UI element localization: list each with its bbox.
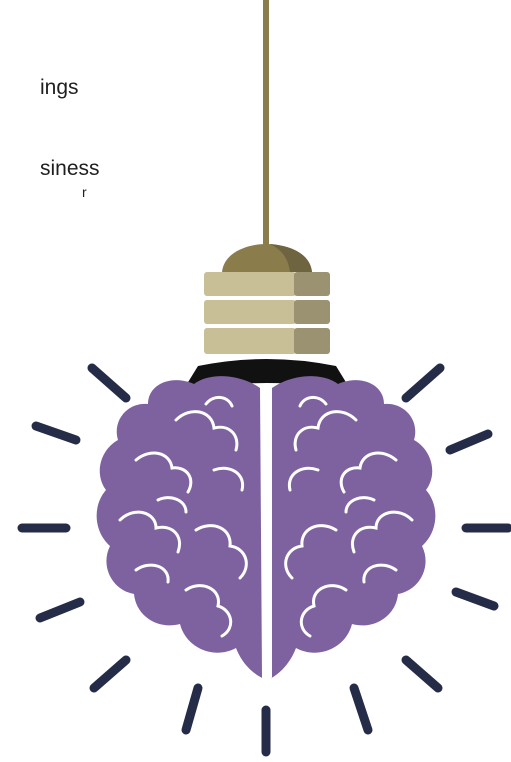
brain-left-hemisphere xyxy=(96,376,264,679)
light-ray xyxy=(445,429,493,455)
brain-right-hemisphere xyxy=(270,376,436,679)
brain-folds xyxy=(118,396,414,638)
text-fragment-1: ings xyxy=(40,76,79,99)
bulb-thread xyxy=(204,272,330,354)
light-ray xyxy=(89,655,131,693)
light-ray xyxy=(401,363,445,403)
text-fragment-3: r xyxy=(82,184,87,200)
light-ray xyxy=(87,363,131,403)
light-ray xyxy=(35,597,85,623)
cord xyxy=(263,0,269,255)
light-ray xyxy=(31,421,81,445)
light-ray xyxy=(349,683,373,735)
light-ray xyxy=(181,683,203,735)
light-ray xyxy=(401,655,443,693)
light-ray xyxy=(451,587,499,611)
text-fragment-2: siness xyxy=(40,157,100,180)
light-rays xyxy=(17,363,511,757)
